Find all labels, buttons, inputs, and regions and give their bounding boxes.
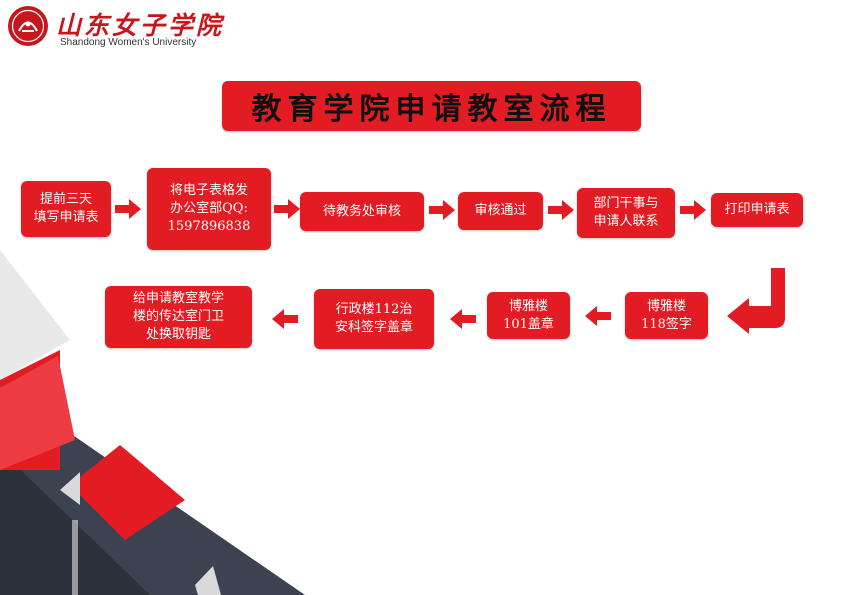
logo-name-en: Shandong Women's University [60,37,197,48]
deco-gray-triangle-bottom [195,566,221,595]
step-4-label: 审核通过 [474,203,527,218]
step-3: 待教务处审核 [300,192,424,231]
arrow-right-icon [680,200,706,220]
step-3-label: 待教务处审核 [322,203,401,219]
step-5: 部门干事与 申请人联系 [577,188,675,238]
logo-name: 山东女子学院 [56,11,225,40]
step-1-label: 提前三天 填写申请表 [33,192,99,225]
arrow-return-icon [727,268,785,334]
step-2: 将电子表格发 办公室部QQ: 1597896838 [147,168,271,250]
arrow-left-icon [272,309,298,329]
deco-white-line [72,520,78,595]
step-5-label: 部门干事与 申请人联系 [593,196,659,229]
step-2-label: 将电子表格发 办公室部QQ: 1597896838 [167,183,251,234]
step-6-label: 打印申请表 [724,202,790,217]
arrow-right-icon [429,200,455,220]
step-9-label: 行政楼112治 安科签字盖章 [334,302,413,335]
deco-red-diamond [70,445,185,540]
university-logo: 山东女子学院 Shandong Women's University [6,4,236,52]
step-10-label: 给申请教室教学 楼的传达室门卫 处换取钥匙 [132,291,224,342]
arrow-right-icon [274,199,300,219]
step-1: 提前三天 填写申请表 [21,181,111,237]
arrow-left-icon [450,309,476,329]
arrow-left-icon [585,306,611,326]
step-7: 博雅楼 118签字 [625,292,708,339]
step-8: 博雅楼 101盖章 [487,292,570,339]
step-8-label: 博雅楼 101盖章 [503,298,554,332]
step-6: 打印申请表 [711,193,803,227]
deco-red-shape-left [0,356,75,470]
step-4: 审核通过 [458,192,543,230]
arrow-right-icon [548,200,574,220]
step-10: 给申请教室教学 楼的传达室门卫 处换取钥匙 [105,286,252,348]
university-seal-icon [8,6,48,46]
page-title: 教育学院申请教室流程 [222,81,641,131]
step-9: 行政楼112治 安科签字盖章 [314,289,434,349]
arrow-right-icon [115,199,141,219]
deco-gray-triangle [0,250,70,380]
step-7-label: 博雅楼 118签字 [641,298,692,332]
deco-gray-triangle-small [60,472,80,505]
